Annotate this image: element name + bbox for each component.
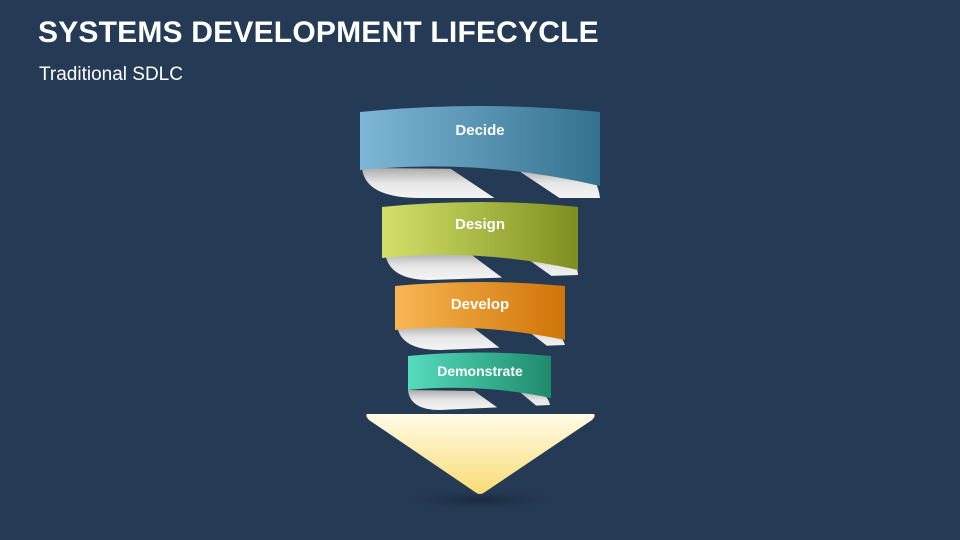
down-arrow xyxy=(366,414,595,494)
stage-label-decide: Decide xyxy=(455,122,505,139)
ribbon-design xyxy=(382,202,578,270)
page-subtitle: Traditional SDLC xyxy=(39,64,183,85)
arrow-shadow xyxy=(385,488,575,512)
ribbon-develop xyxy=(395,282,565,340)
stage-label-design: Design xyxy=(454,216,506,233)
page-title: SYSTEMS DEVELOPMENT LIFECYCLE xyxy=(38,16,599,49)
ribbon-demonstrate xyxy=(408,352,551,398)
ribbon-decide xyxy=(360,106,600,186)
stage-label-demonstrate: Demonstrate xyxy=(437,363,523,379)
stage-label-develop: Develop xyxy=(450,296,510,313)
